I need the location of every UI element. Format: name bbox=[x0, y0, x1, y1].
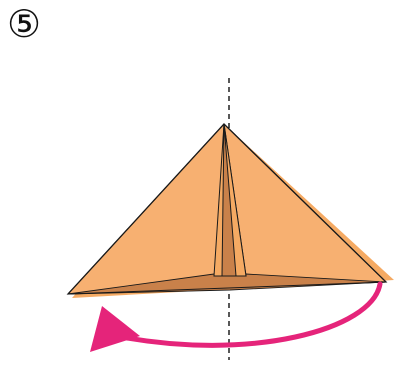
center-flap-left bbox=[213, 123, 225, 277]
center-flap-right bbox=[223, 123, 247, 277]
paper-bottom-edge bbox=[67, 281, 387, 295]
paper-outline bbox=[67, 123, 387, 295]
arrow-head bbox=[90, 306, 140, 352]
step-number-label: ⑤ bbox=[6, 2, 42, 46]
paper-base-shadow bbox=[67, 273, 387, 295]
curved-arrow-icon bbox=[113, 281, 383, 348]
